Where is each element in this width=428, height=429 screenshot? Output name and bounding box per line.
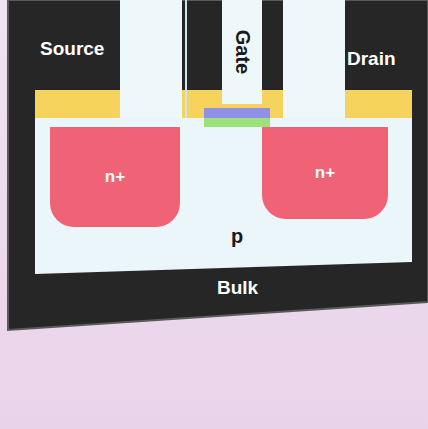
terminal-label: Source <box>40 38 104 60</box>
contact-edge <box>185 0 187 118</box>
substrate-ground <box>35 118 412 274</box>
drain-contact <box>283 0 345 118</box>
device-panel <box>8 0 428 330</box>
region-label: p <box>231 225 243 248</box>
gate-oxide <box>204 118 270 127</box>
n-plus-region: n+ <box>50 127 180 227</box>
p-substrate: p n+ n+ <box>35 127 412 267</box>
terminal-label: Bulk <box>217 277 258 299</box>
terminal-label: Drain <box>347 48 396 70</box>
gate-electrode <box>204 108 270 118</box>
region-label: n+ <box>315 163 335 183</box>
gate-contact: Gate <box>222 0 262 104</box>
region-label: n+ <box>105 167 125 187</box>
source-contact <box>120 0 182 118</box>
n-plus-region: n+ <box>262 127 388 219</box>
region-label: Gate <box>231 30 254 74</box>
